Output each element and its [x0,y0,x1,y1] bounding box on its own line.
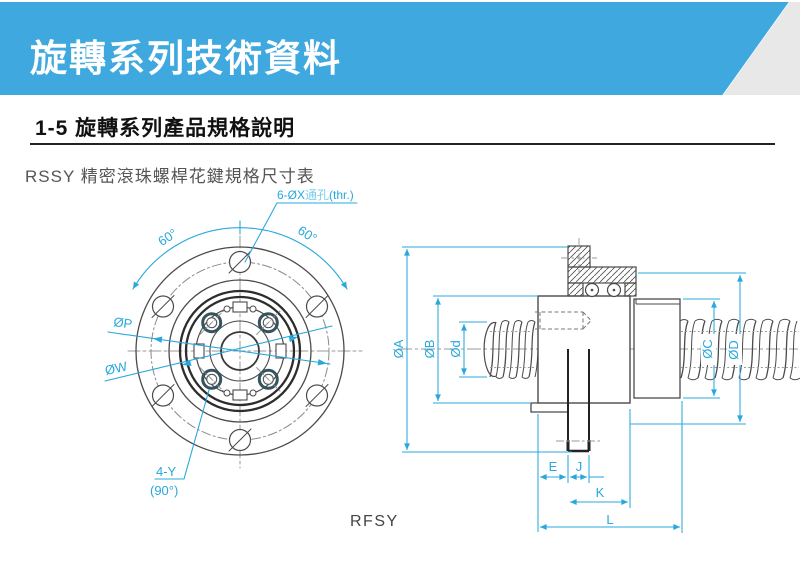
flange-spigot [530,402,568,413]
bearing-housing [567,245,637,297]
label-flange-dia: ØA [391,339,406,358]
nut-body [537,295,631,404]
section-heading: 1-5 旋轉系列產品規格說明 [35,117,296,140]
label-dim-k: K [596,485,605,500]
label-nut-end-dia: ØC [700,339,715,359]
nut-end-cylinder [633,298,681,399]
bearing-balls [584,282,622,298]
front-view: 6-ØX通孔(thr.) 60° 60° ØP ØW 4-Y (90°) [104,188,363,498]
label-corner-holes: 4-Y [156,464,177,479]
header-band [0,2,789,95]
spline-nut-profile [193,301,287,401]
label-spigot-diameter: ØW [104,358,130,377]
label-body-dia: ØB [422,340,437,359]
screw-shaft-left [483,320,542,379]
flange-circles [135,246,345,456]
label-flange-holes: 6-ØX通孔(thr.) [277,188,354,202]
grease-hole [535,311,592,330]
label-dim-j: J [576,459,583,474]
table-subtitle: RSSY 精密滾珠螺桿花鍵規格尺寸表 [25,167,315,186]
label-screw-dia: Ød [448,340,463,357]
label-dim-l: L [606,512,613,527]
side-dimensions [402,246,746,533]
label-housing-dia: ØD [726,340,741,360]
page-title: 旋轉系列技術資料 [30,38,342,79]
side-view: ØA ØB Ød ØC ØD E J K L [391,238,800,533]
spigot-circles [178,289,302,413]
label-halos [604,334,742,526]
corner-holes [199,310,281,392]
bolt-holes [151,250,329,452]
heading-underline [30,143,775,145]
label-dim-e: E [549,459,558,474]
bearing-centerlines [561,238,597,274]
technical-drawing: 6-ØX通孔(thr.) 60° 60° ØP ØW 4-Y (90°) [104,188,800,533]
flange-plate [566,349,591,453]
figure-caption: RFSY [350,513,399,530]
label-corner-holes-angle: (90°) [150,483,178,498]
front-dimensions [104,202,358,480]
label-pitch-diameter: ØP [113,314,134,331]
front-dimension-arrows [153,336,327,366]
